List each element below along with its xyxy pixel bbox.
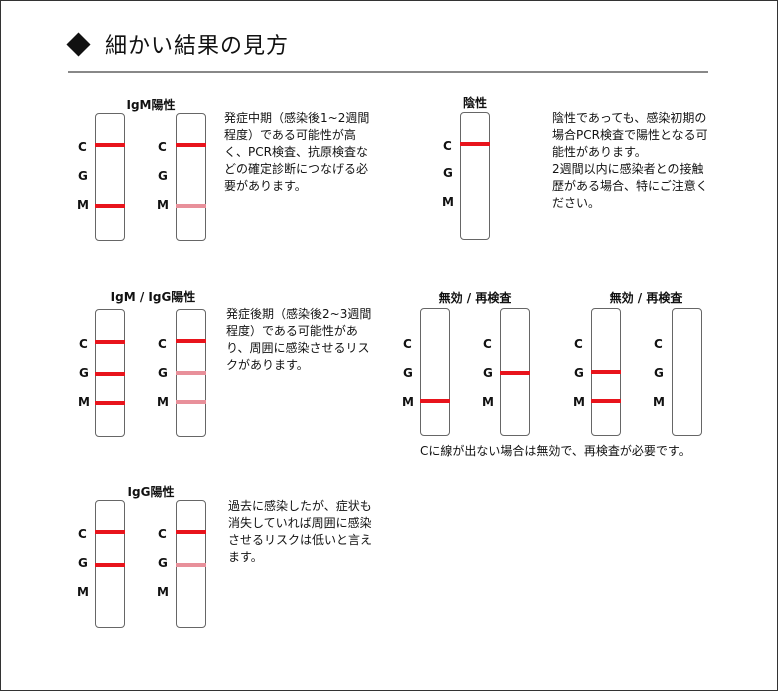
control-line xyxy=(460,142,490,146)
igm-faint-line xyxy=(176,400,206,404)
row-label-c: C xyxy=(78,140,87,154)
igg-line xyxy=(95,563,125,567)
test-strip xyxy=(176,309,206,437)
row-label-m: M xyxy=(402,395,414,409)
row-label-g: G xyxy=(78,556,88,570)
control-line xyxy=(176,530,206,534)
test-strip xyxy=(591,308,621,436)
row-label-g: G xyxy=(443,166,453,180)
test-strip xyxy=(95,309,125,437)
igg-line xyxy=(500,371,530,375)
igm-positive-description: 発症中期（感染後1~2週間程度）である可能性が高く、PCR検査、抗原検査などの確… xyxy=(224,111,370,193)
negative-description: 陰性であっても、感染初期の場合PCR検査で陽性となる可能性があります。 2週間以… xyxy=(552,111,708,210)
test-strip xyxy=(176,113,206,241)
test-strip xyxy=(500,308,530,436)
row-label-c: C xyxy=(574,337,583,351)
igm-faint-line xyxy=(176,204,206,208)
row-label-g: G xyxy=(78,169,88,183)
row-label-c: C xyxy=(79,337,88,351)
test-strip xyxy=(672,308,702,436)
igm-positive-label: IgM陽性 xyxy=(126,98,176,112)
row-label-m: M xyxy=(442,195,454,209)
igg-line xyxy=(95,372,125,376)
igg-faint-line xyxy=(176,371,206,375)
row-label-m: M xyxy=(157,395,169,409)
igg-positive-label: IgG陽性 xyxy=(127,485,175,499)
control-line xyxy=(95,143,125,147)
igm-line xyxy=(95,204,125,208)
heading: 細かい結果の見方 xyxy=(66,28,290,60)
row-label-g: G xyxy=(483,366,493,380)
row-label-c: C xyxy=(443,139,452,153)
igm-line xyxy=(420,399,450,403)
row-label-m: M xyxy=(157,585,169,599)
row-label-m: M xyxy=(573,395,585,409)
row-label-g: G xyxy=(158,169,168,183)
diamond-bullet-icon xyxy=(66,31,91,57)
row-label-g: G xyxy=(654,366,664,380)
igg-faint-line xyxy=(176,563,206,567)
igg-line xyxy=(591,370,621,374)
control-line xyxy=(176,143,206,147)
test-strip xyxy=(420,308,450,436)
negative-label: 陰性 xyxy=(462,96,487,110)
row-label-g: G xyxy=(79,366,89,380)
test-strip xyxy=(95,500,125,628)
igm-igg-positive-label: IgM / IgG陽性 xyxy=(110,290,196,304)
control-line xyxy=(95,530,125,534)
control-line xyxy=(176,339,206,343)
row-label-c: C xyxy=(403,337,412,351)
invalid-note: Cに線が出ない場合は無効で、再検査が必要です。 xyxy=(420,444,691,458)
control-line xyxy=(95,340,125,344)
test-strip xyxy=(460,112,490,240)
invalid-retest-label: 無効 / 再検査 xyxy=(609,291,683,305)
test-strip xyxy=(95,113,125,241)
row-label-c: C xyxy=(78,527,87,541)
row-label-m: M xyxy=(77,198,89,212)
row-label-c: C xyxy=(158,337,167,351)
row-label-m: M xyxy=(77,585,89,599)
row-label-m: M xyxy=(157,198,169,212)
row-label-m: M xyxy=(482,395,494,409)
row-label-g: G xyxy=(158,366,168,380)
row-label-g: G xyxy=(158,556,168,570)
igm-igg-positive-description: 発症後期（感染後2~3週間程度）である可能性があり、周囲に感染させるリスクがあり… xyxy=(226,307,372,372)
igg-positive-description: 過去に感染したが、症状も消失していれば周囲に感染させるリスクは低いと言えます。 xyxy=(228,499,373,564)
row-label-m: M xyxy=(653,395,665,409)
row-label-g: G xyxy=(403,366,413,380)
divider xyxy=(68,71,708,73)
igm-line xyxy=(95,401,125,405)
test-strip xyxy=(176,500,206,628)
row-label-c: C xyxy=(158,527,167,541)
row-label-m: M xyxy=(78,395,90,409)
page-title: 細かい結果の見方 xyxy=(105,34,290,59)
row-label-c: C xyxy=(158,140,167,154)
row-label-c: C xyxy=(483,337,492,351)
row-label-g: G xyxy=(574,366,584,380)
invalid-retest-label: 無効 / 再検査 xyxy=(438,291,512,305)
row-label-c: C xyxy=(654,337,663,351)
igm-line xyxy=(591,399,621,403)
